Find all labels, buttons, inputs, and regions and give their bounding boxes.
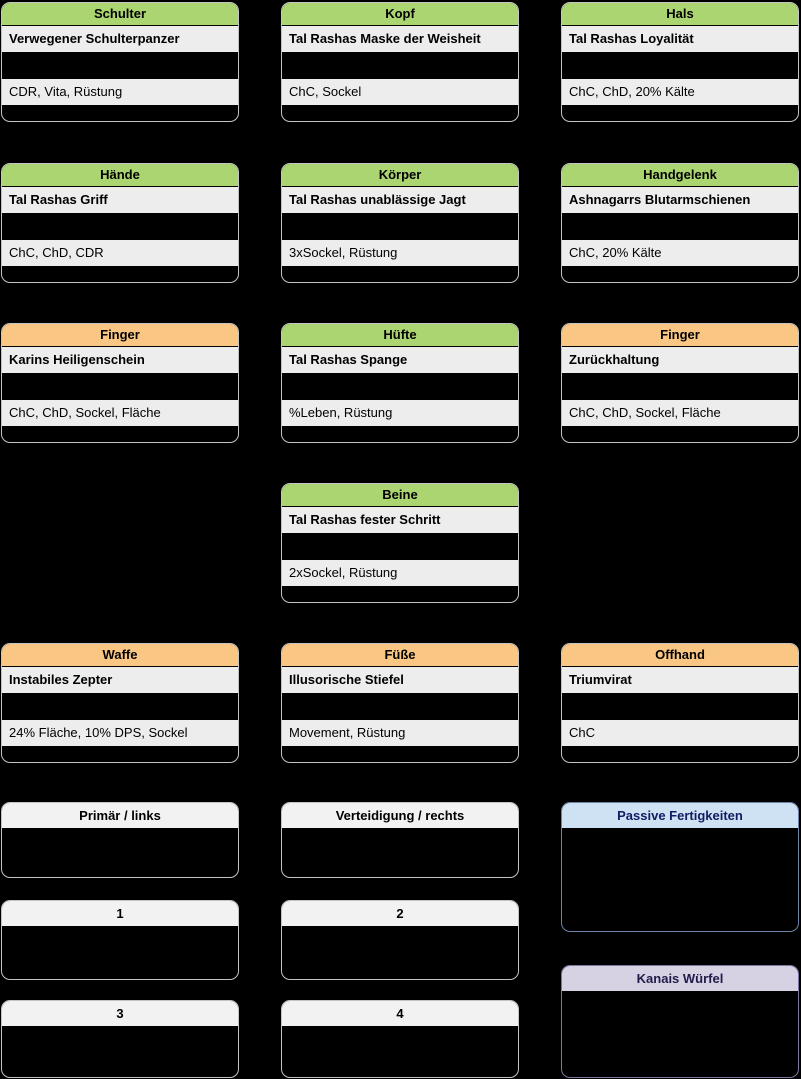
gear-item-stats: ChC, ChD, CDR [2,240,238,266]
gear-spacer [282,213,518,240]
passive-skills-header: Passive Fertigkeiten [562,803,798,829]
gear-item-stats: Movement, Rüstung [282,720,518,746]
gear-item-stats: ChC, ChD, 20% Kälte [562,79,798,105]
gear-item-stats: 3xSockel, Rüstung [282,240,518,266]
gear-item-name: Verwegener Schulterpanzer [2,26,238,52]
kanai-cube-card[interactable]: Kanais Würfel [561,965,799,1078]
gear-slot-header: Körper [282,164,518,187]
gear-card-koerper[interactable]: Körper Tal Rashas unablässige Jagt 3xSoc… [281,163,519,283]
gear-item-stats: %Leben, Rüstung [282,400,518,426]
gear-spacer [2,373,238,400]
gear-item-name: Tal Rashas fester Schritt [282,507,518,533]
gear-spacer [282,52,518,79]
skill-card-slot-2[interactable]: 2 [281,900,519,980]
gear-item-name: Instabiles Zepter [2,667,238,693]
skill-header: 1 [2,901,238,927]
gear-card-finger-links[interactable]: Finger Karins Heiligenschein ChC, ChD, S… [1,323,239,443]
gear-slot-header: Hände [2,164,238,187]
gear-spacer [562,693,798,720]
gear-card-hals[interactable]: Hals Tal Rashas Loyalität ChC, ChD, 20% … [561,2,799,122]
gear-item-name: Tal Rashas unablässige Jagt [282,187,518,213]
skill-header: Verteidigung / rechts [282,803,518,829]
gear-item-name: Triumvirat [562,667,798,693]
kanai-cube-header: Kanais Würfel [562,966,798,992]
gear-card-kopf[interactable]: Kopf Tal Rashas Maske der Weisheit ChC, … [281,2,519,122]
skill-header: Primär / links [2,803,238,829]
gear-slot-header: Handgelenk [562,164,798,187]
skill-card-defense[interactable]: Verteidigung / rechts [281,802,519,878]
gear-slot-header: Hals [562,3,798,26]
gear-card-haende[interactable]: Hände Tal Rashas Griff ChC, ChD, CDR [1,163,239,283]
gear-item-name: Tal Rashas Loyalität [562,26,798,52]
gear-card-fuesse[interactable]: Füße Illusorische Stiefel Movement, Rüst… [281,643,519,763]
skill-header: 4 [282,1001,518,1027]
gear-spacer [282,533,518,560]
skill-card-primary[interactable]: Primär / links [1,802,239,878]
gear-item-stats: ChC, ChD, Sockel, Fläche [2,400,238,426]
gear-spacer [282,373,518,400]
gear-card-finger-rechts[interactable]: Finger Zurückhaltung ChC, ChD, Sockel, F… [561,323,799,443]
gear-slot-header: Beine [282,484,518,507]
skill-card-slot-1[interactable]: 1 [1,900,239,980]
gear-spacer [2,213,238,240]
gear-card-handgelenk[interactable]: Handgelenk Ashnagarrs Blutarmschienen Ch… [561,163,799,283]
skill-card-passive[interactable]: Passive Fertigkeiten [561,802,799,932]
gear-spacer [282,693,518,720]
gear-slot-header: Kopf [282,3,518,26]
gear-card-huefte[interactable]: Hüfte Tal Rashas Spange %Leben, Rüstung [281,323,519,443]
gear-slot-header: Waffe [2,644,238,667]
gear-slot-header: Finger [2,324,238,347]
gear-item-name: Ashnagarrs Blutarmschienen [562,187,798,213]
gear-card-beine[interactable]: Beine Tal Rashas fester Schritt 2xSockel… [281,483,519,603]
gear-spacer [2,52,238,79]
gear-item-stats: ChC, Sockel [282,79,518,105]
gear-slot-header: Finger [562,324,798,347]
gear-spacer [2,693,238,720]
skill-card-slot-4[interactable]: 4 [281,1000,519,1078]
gear-slot-header: Füße [282,644,518,667]
skill-header: 2 [282,901,518,927]
gear-spacer [562,213,798,240]
gear-item-stats: ChC, ChD, Sockel, Fläche [562,400,798,426]
gear-item-stats: ChC [562,720,798,746]
gear-item-name: Tal Rashas Maske der Weisheit [282,26,518,52]
gear-item-name: Tal Rashas Griff [2,187,238,213]
gear-slot-header: Hüfte [282,324,518,347]
gear-item-name: Tal Rashas Spange [282,347,518,373]
gear-item-stats: CDR, Vita, Rüstung [2,79,238,105]
gear-item-stats: 2xSockel, Rüstung [282,560,518,586]
gear-item-name: Karins Heiligenschein [2,347,238,373]
gear-card-schulter[interactable]: Schulter Verwegener Schulterpanzer CDR, … [1,2,239,122]
gear-card-offhand[interactable]: Offhand Triumvirat ChC [561,643,799,763]
gear-item-stats: ChC, 20% Kälte [562,240,798,266]
gear-item-stats: 24% Fläche, 10% DPS, Sockel [2,720,238,746]
gear-item-name: Zurückhaltung [562,347,798,373]
gear-spacer [562,373,798,400]
gear-card-waffe[interactable]: Waffe Instabiles Zepter 24% Fläche, 10% … [1,643,239,763]
skill-header: 3 [2,1001,238,1027]
gear-spacer [562,52,798,79]
gear-slot-header: Schulter [2,3,238,26]
skill-card-slot-3[interactable]: 3 [1,1000,239,1078]
gear-item-name: Illusorische Stiefel [282,667,518,693]
gear-slot-header: Offhand [562,644,798,667]
